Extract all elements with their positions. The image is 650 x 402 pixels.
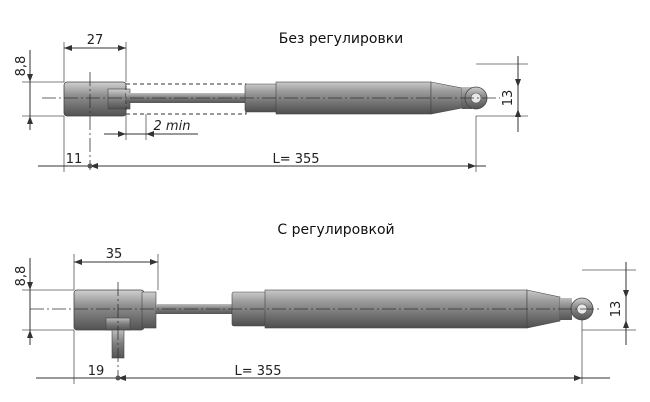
bottom-dim-width: 35 <box>106 247 123 262</box>
bottom-dim-right: 13 <box>609 301 624 318</box>
bottom-variant-title: С регулировкой <box>277 222 394 238</box>
bottom-dim-offset: 19 <box>88 364 105 379</box>
bottom-lock-nut <box>141 291 157 329</box>
top-dim-width: 27 <box>87 33 104 48</box>
bottom-dim-height: 8,8 <box>14 266 29 287</box>
top-dim-right: 13 <box>501 90 516 107</box>
top-dim-height: 8,8 <box>14 56 29 77</box>
top-dim-min: 2 min <box>154 119 191 134</box>
top-variant: Без регулировки 27 8,8 <box>14 31 528 172</box>
top-variant-title: Без регулировки <box>279 31 404 47</box>
top-dim-length: L= 355 <box>272 152 319 167</box>
bottom-variant: С регулировкой 35 8,8 <box>14 222 636 384</box>
bottom-dim-length: L= 355 <box>234 364 281 379</box>
top-dim-offset: 11 <box>66 152 83 167</box>
